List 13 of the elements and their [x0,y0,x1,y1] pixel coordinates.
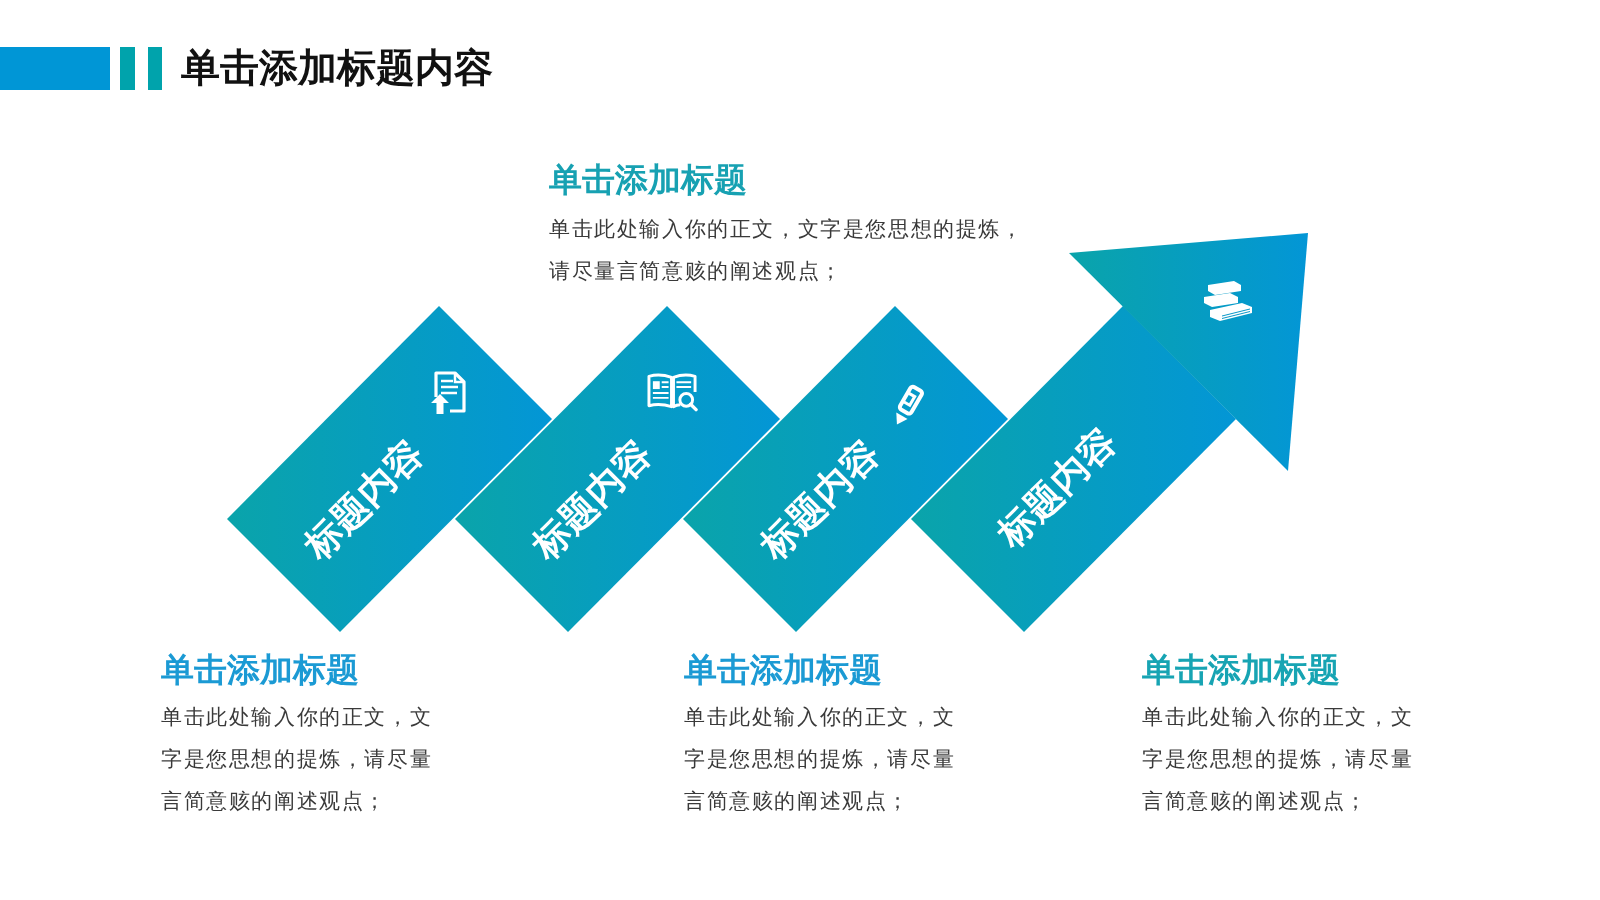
body-text: 单击此处输入你的正文，文字是您思想的提炼，请尽量言简意赅的阐述观点； [549,216,1025,285]
slide-title: 单击添加标题内容 [181,46,493,90]
heading: 单击添加标题 [1142,650,1340,690]
panel-label: 标题内容 [990,421,1124,555]
heading: 单击添加标题 [549,160,747,200]
heading: 单击添加标题 [161,650,359,690]
panel-label: 标题内容 [297,433,431,567]
body-text: 单击此处输入你的正文，文字是您思想的提炼，请尽量言简意赅的阐述观点； [684,704,957,815]
panel-label: 标题内容 [525,433,659,567]
body-text: 单击此处输入你的正文，文字是您思想的提炼，请尽量言简意赅的阐述观点； [161,704,434,815]
body-text: 单击此处输入你的正文，文字是您思想的提炼，请尽量言简意赅的阐述观点； [1142,704,1415,815]
heading: 单击添加标题 [684,650,882,690]
panel-label: 标题内容 [753,433,887,567]
